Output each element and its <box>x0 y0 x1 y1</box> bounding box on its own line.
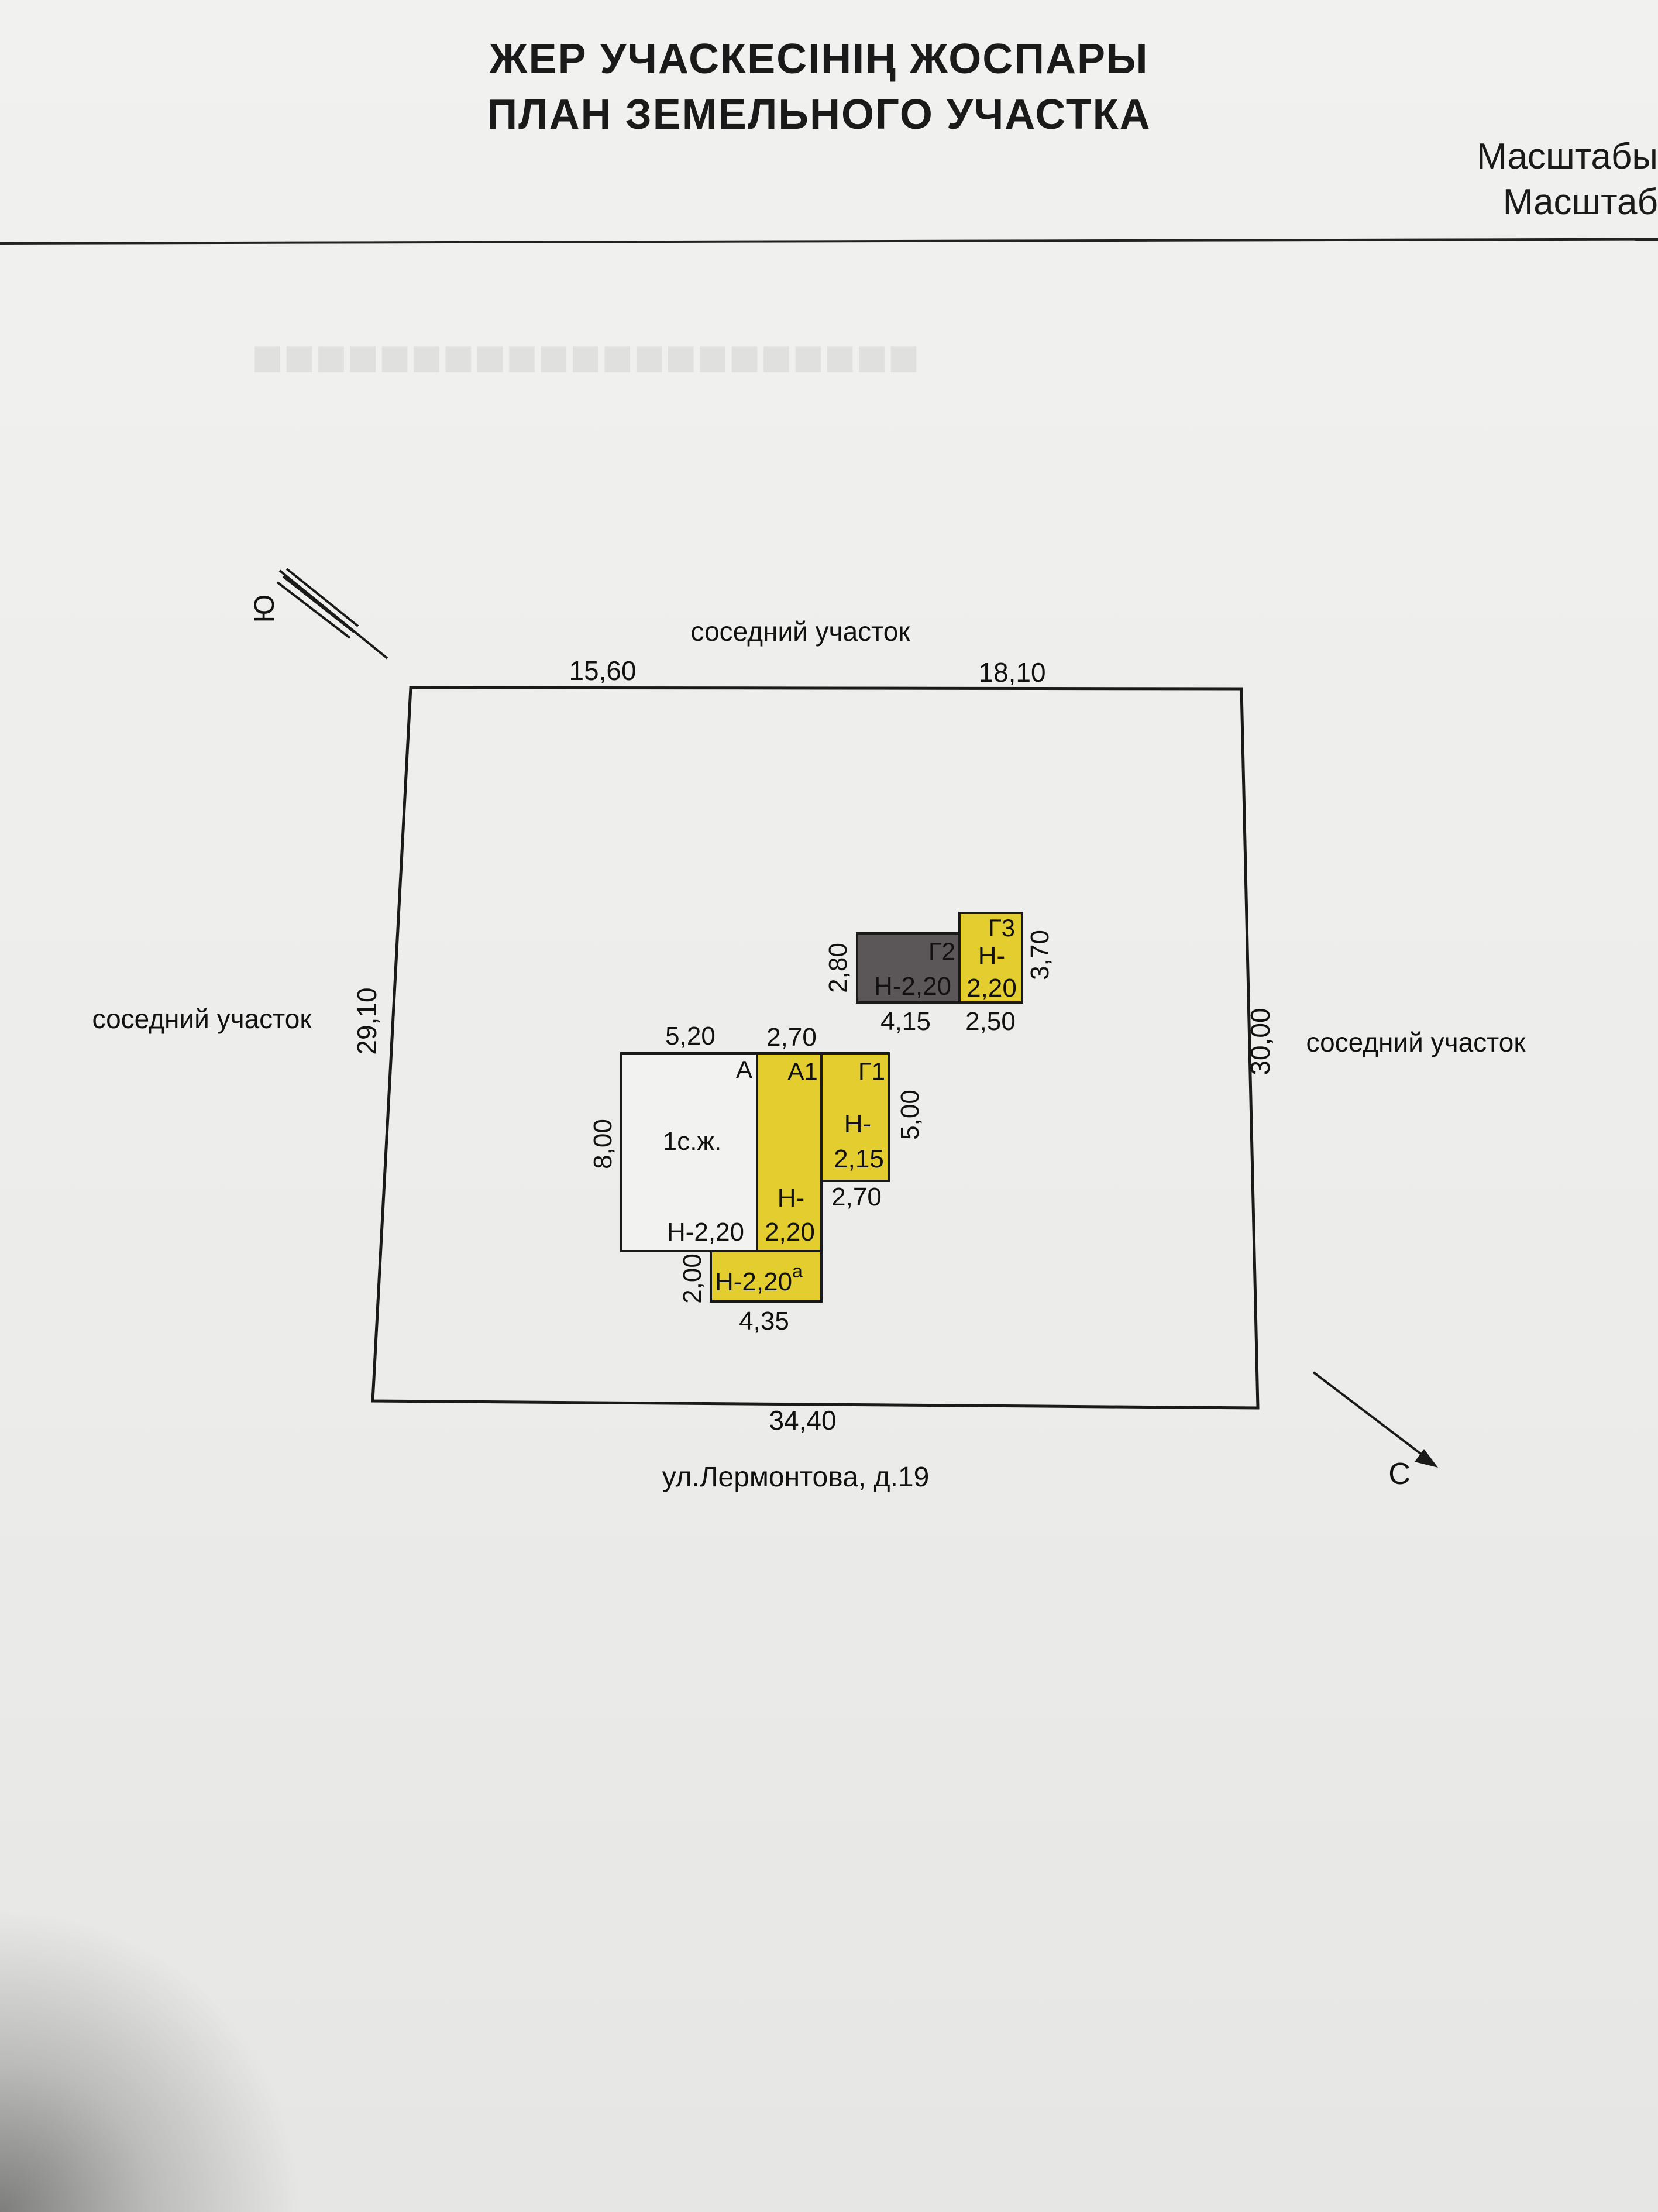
neighbor-right-label: соседний участок <box>1306 1027 1526 1057</box>
dim-bottom: 34,40 <box>769 1405 836 1435</box>
building-a1-width: 2,70 <box>766 1023 817 1052</box>
corner-shadow <box>0 1908 304 2212</box>
compass-south-arrow <box>276 568 388 660</box>
building-g2-height-dim: 2,80 <box>824 943 852 993</box>
building-g2 <box>856 932 961 1004</box>
street-address-label: ул.Лермонтова, д.19 <box>662 1462 930 1493</box>
building-g3-height-dim: 3,70 <box>1026 930 1054 980</box>
dim-top-right: 18,10 <box>978 657 1045 688</box>
neighbor-left-label: соседний участок <box>92 1004 312 1034</box>
building-a1 <box>756 1052 823 1252</box>
building-g2-width: 4,15 <box>880 1007 931 1036</box>
building-g1-width: 2,70 <box>831 1183 882 1211</box>
building-g1-height-dim: 5,00 <box>896 1090 924 1140</box>
compass-south-label: Ю <box>249 595 280 623</box>
dim-right: 30,00 <box>1245 1008 1275 1075</box>
building-a1-height-2: 2,20 <box>765 1218 815 1246</box>
building-g3-letter: Г3 <box>988 914 1015 942</box>
building-g3-height-2: 2,20 <box>966 974 1017 1002</box>
building-g3 <box>958 912 1023 1004</box>
building-g1-height-1: Н- <box>844 1110 871 1138</box>
scale-label-ru: Масштаб <box>1502 182 1658 222</box>
building-a-height: Н-2,20 <box>667 1218 744 1246</box>
building-g1-letter: Г1 <box>858 1057 885 1085</box>
building-a-porch-width: 4,35 <box>739 1307 789 1335</box>
building-g2-letter: Г2 <box>928 937 955 965</box>
dim-top-left: 15,60 <box>569 655 636 686</box>
building-g1-height-2: 2,15 <box>834 1145 884 1173</box>
neighbor-top-label: соседний участок <box>691 616 911 647</box>
scale-label-kz: Масштабы <box>1477 136 1658 177</box>
building-a-height-dim: 8,00 <box>589 1119 617 1169</box>
bleed-through-text: ■■■■■■■■■■■■■■■■■■■■■ <box>252 329 920 387</box>
building-a1-height-1: Н- <box>778 1184 804 1213</box>
building-a-name: 1с.ж. <box>663 1127 721 1156</box>
building-a-porch-height-dim: 2,00 <box>678 1253 707 1304</box>
dim-left: 29,10 <box>352 987 382 1055</box>
compass-north-label: С <box>1388 1457 1411 1491</box>
building-g3-width: 2,50 <box>965 1007 1016 1036</box>
compass-north-arrow <box>1312 1371 1438 1468</box>
building-a-width: 5,20 <box>665 1022 716 1050</box>
building-a <box>620 1052 758 1252</box>
building-g2-height: Н-2,20 <box>874 972 951 1001</box>
building-g1 <box>820 1052 890 1182</box>
building-a1-letter: А1 <box>787 1057 817 1085</box>
building-g3-height-1: Н- <box>978 942 1005 970</box>
page-title-ru: ПЛАН ЗЕМЕЛЬНОГО УЧАСТКА <box>487 91 1151 138</box>
building-a-porch <box>710 1250 823 1303</box>
plot-boundary <box>371 686 1260 1410</box>
building-a-porch-height: Н-2,20а <box>715 1260 803 1296</box>
building-a-letter: А <box>736 1056 752 1083</box>
page-title-kz: ЖЕР УЧАСКЕСІНІҢ ЖОСПАРЫ <box>489 36 1149 83</box>
